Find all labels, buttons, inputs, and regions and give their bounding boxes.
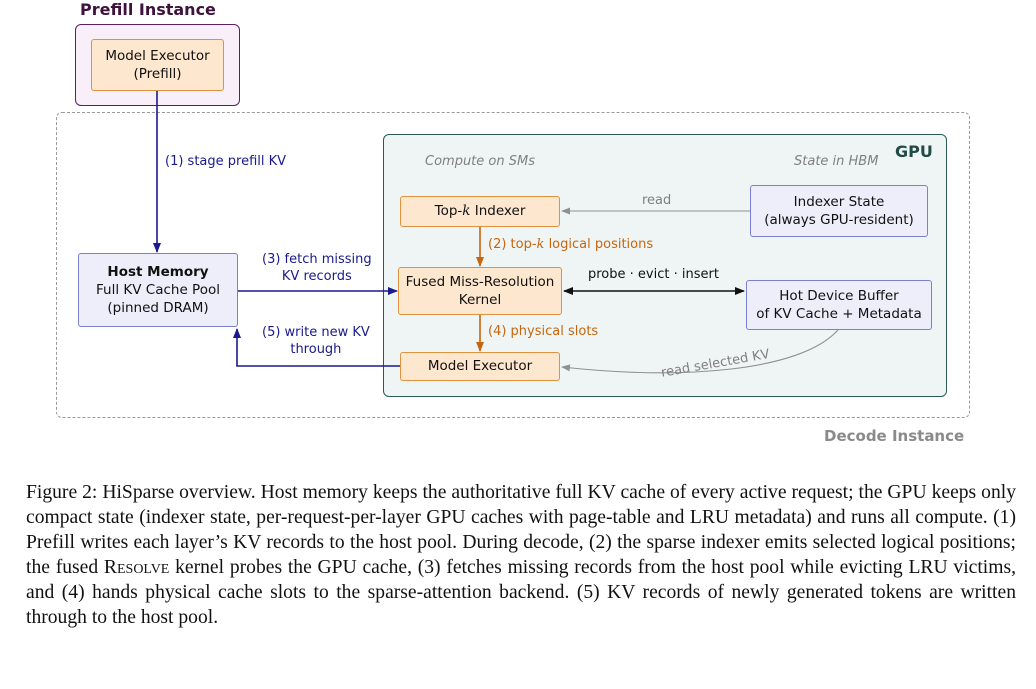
- write-through-line1: (5) write new KV: [262, 325, 370, 340]
- indexer-state-line2: (always GPU-resident): [764, 212, 914, 228]
- write-through-label: (5) write new KV through: [262, 325, 370, 359]
- fetch-missing-line2: KV records: [281, 268, 352, 284]
- host-memory-line3: (pinned DRAM): [107, 300, 209, 317]
- prefill-executor-line1: Model Executor: [105, 47, 210, 64]
- fetch-missing-line1: (3) fetch missing: [262, 252, 372, 267]
- hot-buffer-line1: Hot Device Buffer: [779, 287, 899, 304]
- physical-slots-label: (4) physical slots: [488, 324, 599, 339]
- gpu-title: GPU: [895, 142, 933, 161]
- fused-kernel-line2: Kernel: [458, 292, 502, 308]
- hot-device-buffer-box[interactable]: Hot Device Buffer of KV Cache + Metadata: [746, 280, 932, 330]
- fetch-missing-label: (3) fetch missing KV records: [262, 252, 372, 286]
- decode-instance-container: [56, 112, 970, 418]
- decode-instance-title: Decode Instance: [824, 427, 965, 445]
- topk-positions-post: logical positions: [544, 237, 654, 252]
- write-through-line2: through: [290, 341, 342, 357]
- topk-positions-label: (2) top-k logical positions: [488, 237, 653, 254]
- prefill-executor-line2: (Prefill): [133, 66, 182, 82]
- decode-model-executor-label: Model Executor: [427, 358, 533, 375]
- caption-part1: Figure 2: HiSparse overview. Host memory…: [26, 482, 1016, 578]
- topk-indexer-box[interactable]: Top-k Indexer: [400, 196, 560, 227]
- topk-indexer-post: Indexer: [470, 203, 526, 220]
- fused-miss-resolution-kernel-box[interactable]: Fused Miss-Resolution Kernel: [398, 267, 562, 315]
- write-through-arrow: [233, 328, 400, 367]
- diagram-arrows: [153, 91, 839, 374]
- topk-indexer-k: k: [462, 203, 471, 220]
- caption-resolve: Resolve: [103, 557, 170, 578]
- topk-indexer-pre: Top-: [434, 203, 463, 220]
- caption-part2: kernel probes the GPU cache, (3) fetches…: [26, 557, 1016, 628]
- topk-positions-k: k: [536, 237, 545, 252]
- indexer-state-box[interactable]: Indexer State (always GPU-resident): [750, 185, 928, 237]
- state-in-hbm-label: State in HBM: [794, 154, 879, 169]
- host-memory-title: Host Memory: [107, 263, 209, 280]
- fused-kernel-line1: Fused Miss-Resolution: [405, 273, 555, 290]
- prefill-model-executor[interactable]: Model Executor (Prefill): [91, 39, 224, 91]
- topk-positions-pre: (2) top-: [488, 237, 537, 252]
- figure-caption: Figure 2: HiSparse overview. Host memory…: [26, 480, 1016, 630]
- compute-on-sms-label: Compute on SMs: [425, 154, 535, 169]
- decode-model-executor-box[interactable]: Model Executor: [400, 352, 560, 381]
- hot-buffer-line2: of KV Cache + Metadata: [756, 306, 922, 322]
- probe-evict-insert-label: probe · evict · insert: [588, 267, 719, 282]
- read-selected-kv-arrow: [561, 329, 839, 374]
- indexer-state-line1: Indexer State: [793, 193, 885, 210]
- read-label: read: [642, 193, 672, 208]
- prefill-instance-title: Prefill Instance: [80, 0, 216, 19]
- host-memory-line2: Full KV Cache Pool: [96, 281, 220, 298]
- host-memory-box[interactable]: Host Memory Full KV Cache Pool (pinned D…: [78, 253, 238, 327]
- stage-prefill-label: (1) stage prefill KV: [165, 154, 287, 169]
